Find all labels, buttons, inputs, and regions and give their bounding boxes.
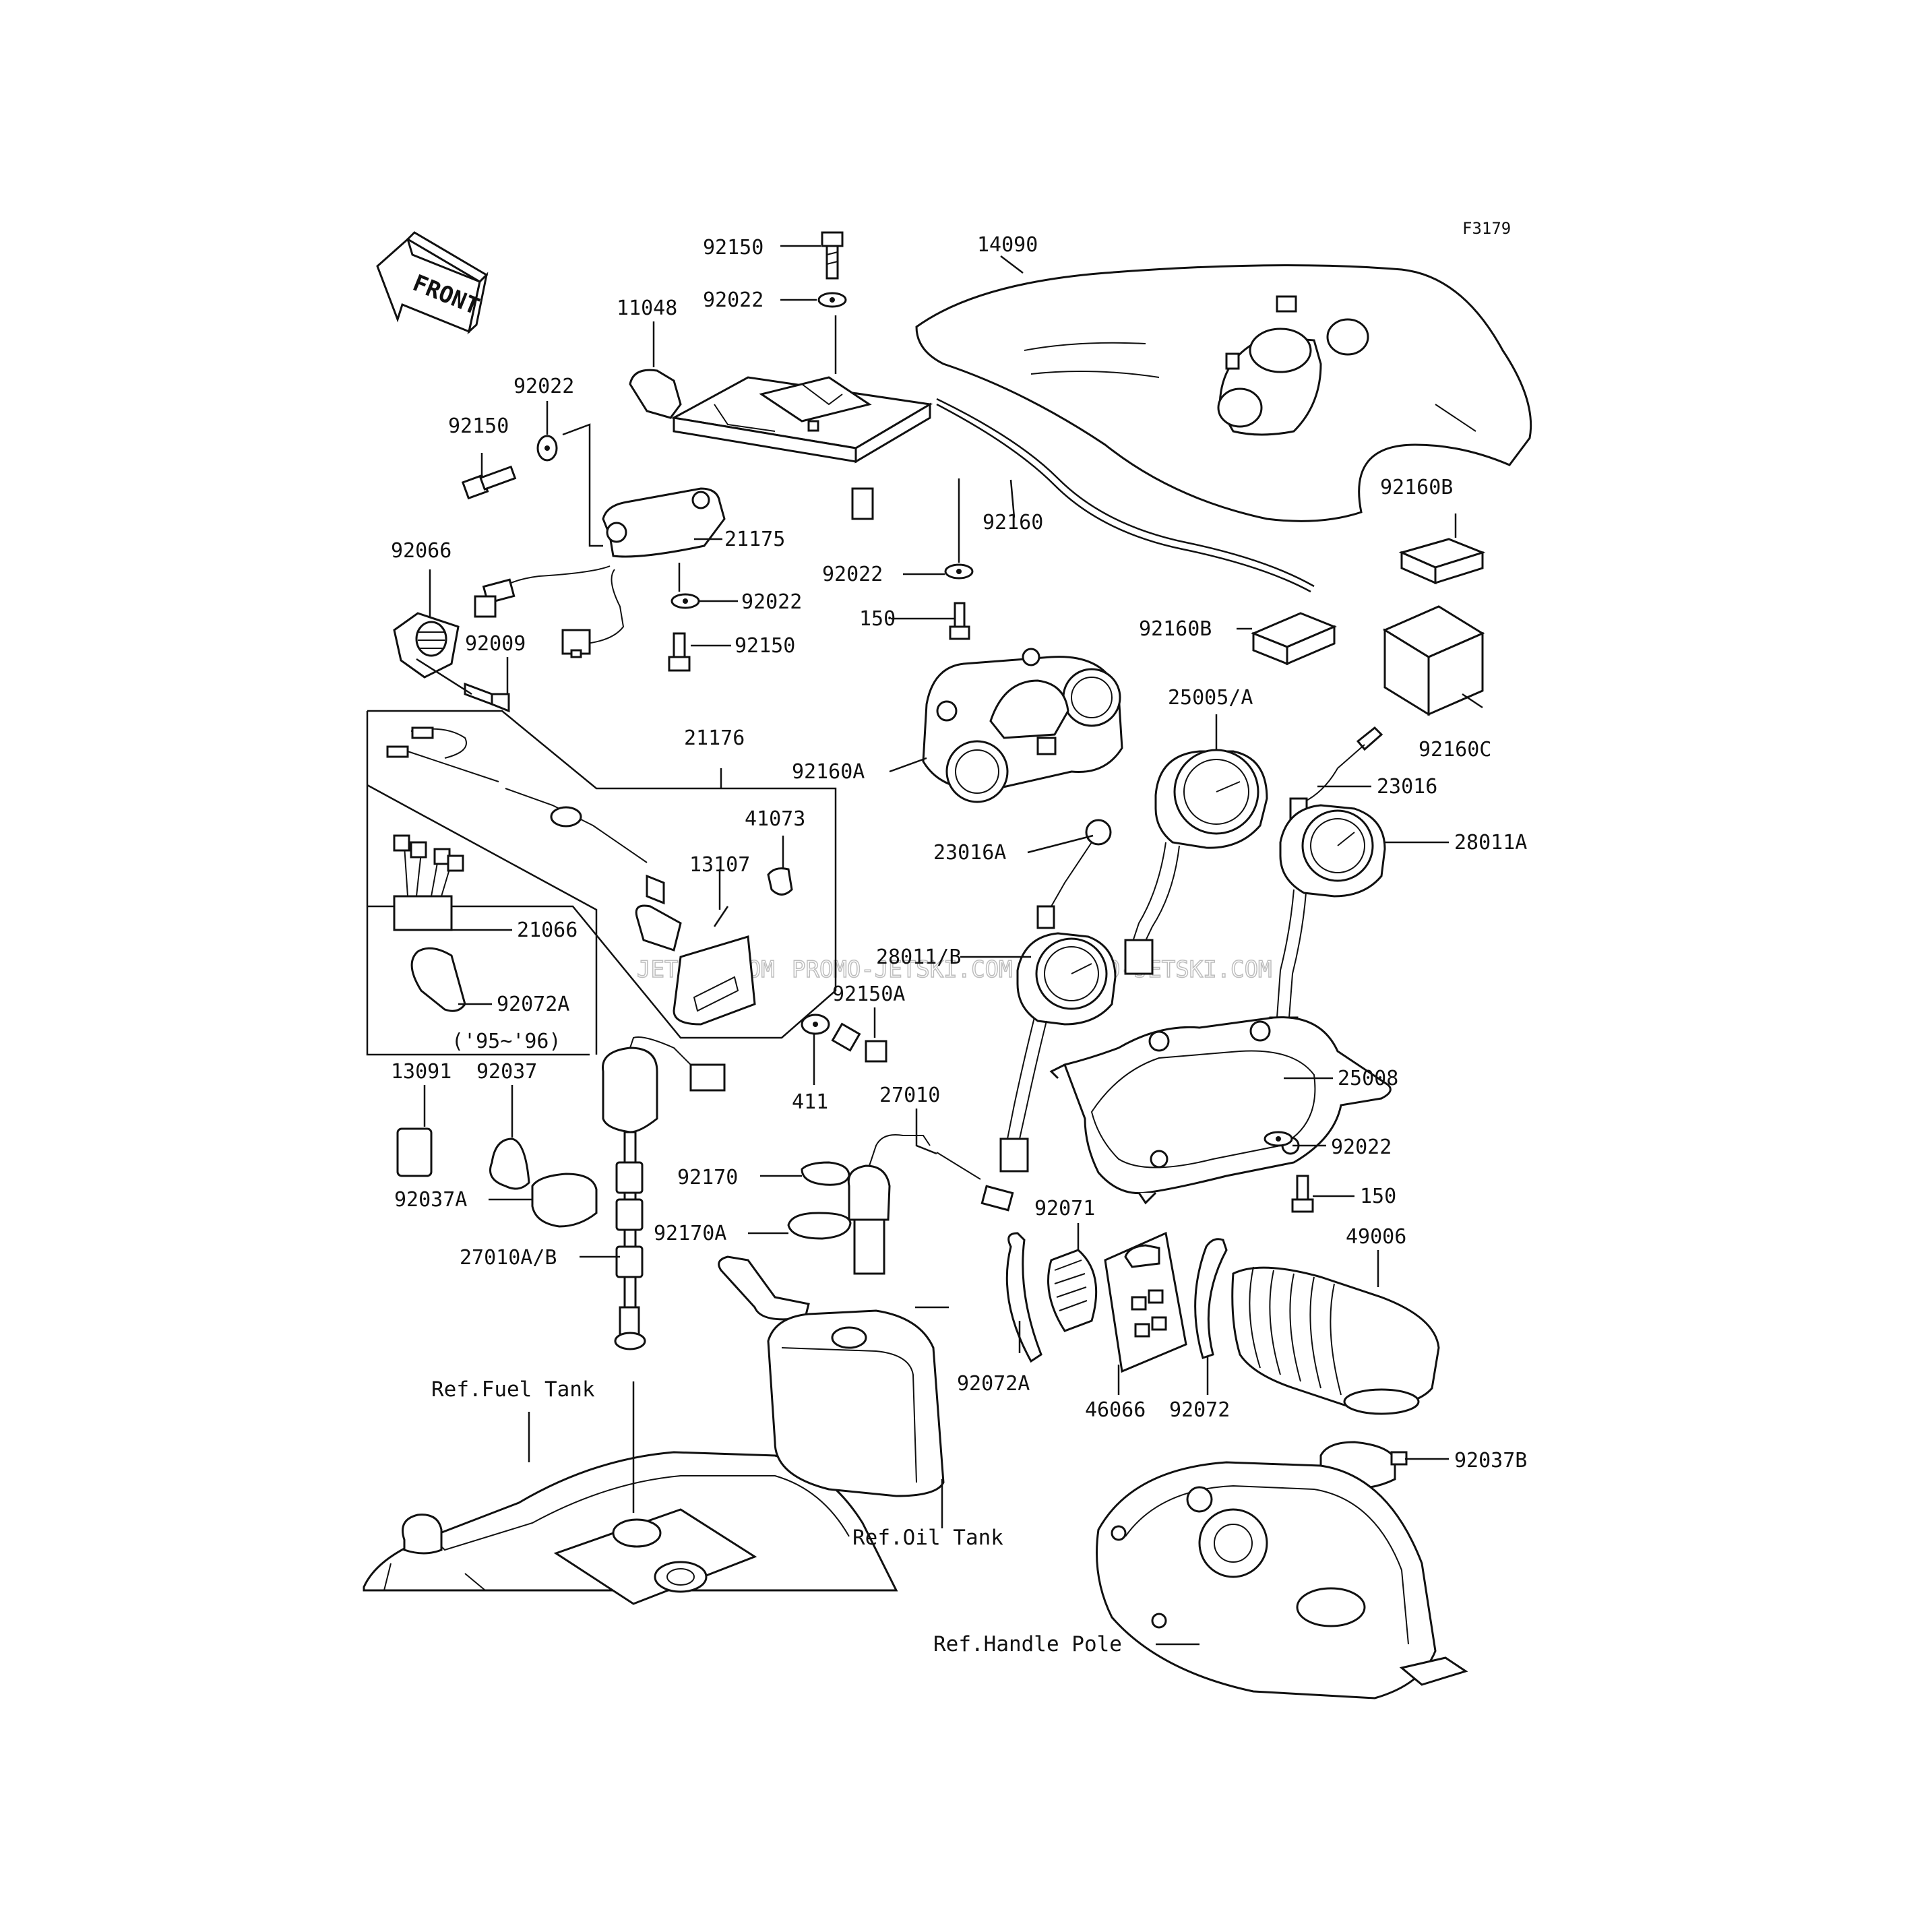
label-23016A: 23016A	[933, 841, 1006, 865]
label-92037A: 92037A	[394, 1188, 467, 1212]
label-25008: 25008	[1338, 1067, 1398, 1090]
label-92072A-right: 92072A	[957, 1372, 1030, 1396]
label-21066: 21066	[517, 918, 578, 942]
label-92150-top: 92150	[703, 236, 764, 259]
harness-21176	[386, 726, 682, 952]
collar-92071	[1047, 1249, 1098, 1332]
bolt-92150-left	[461, 465, 517, 500]
label-150-low: 150	[1360, 1185, 1396, 1208]
gauge-28011B	[999, 932, 1117, 1173]
gasket-strip-92160	[936, 398, 1315, 588]
label-13107: 13107	[689, 853, 750, 877]
label-92022-top: 92022	[703, 288, 764, 312]
diagram-code: F3179	[1462, 219, 1511, 238]
label-92170: 92170	[677, 1166, 738, 1189]
meter-housing-92160A	[922, 648, 1123, 803]
leader-lines	[416, 245, 1483, 1646]
label-92150A: 92150A	[832, 983, 905, 1006]
label-92160A: 92160A	[792, 760, 865, 784]
label-92160C: 92160C	[1419, 738, 1491, 761]
label-92160: 92160	[983, 511, 1043, 534]
label-27010AB: 27010A/B	[460, 1246, 557, 1270]
pad-92160B-mid	[1251, 612, 1337, 666]
cap-13091	[396, 1127, 433, 1177]
label-92170A: 92170A	[654, 1222, 726, 1245]
label-ref-oil-tank: Ref.Oil Tank	[852, 1526, 1003, 1550]
label-92072A-left: 92072A	[497, 993, 569, 1016]
label-95-96: ('95~'96)	[451, 1030, 561, 1053]
clamp-92072A-right	[1005, 1232, 1042, 1363]
gauge-28011A	[1269, 804, 1386, 1051]
sender-27010AB	[602, 1036, 726, 1350]
label-23016: 23016	[1377, 775, 1437, 799]
label-ref-handle-pole: Ref.Handle Pole	[933, 1632, 1122, 1656]
label-92037B: 92037B	[1454, 1449, 1527, 1472]
label-92022-left: 92022	[513, 375, 574, 398]
label-25005A: 25005/A	[1168, 686, 1253, 710]
label-14090: 14090	[977, 233, 1038, 257]
front-arrow-icon: FRONT	[376, 231, 489, 335]
clamp-92072A-left	[410, 947, 466, 1012]
handle-pole-ref	[1096, 1461, 1468, 1700]
rectifier-21066	[393, 834, 464, 931]
label-27010: 27010	[879, 1084, 940, 1107]
label-150-top: 150	[859, 607, 896, 631]
bolt-150-top	[949, 602, 970, 640]
label-11048: 11048	[617, 297, 677, 320]
pad-92160B-top	[1398, 538, 1486, 585]
bracket-21176	[673, 935, 756, 1026]
bolt-150-low	[1291, 1175, 1314, 1213]
label-21175: 21175	[724, 528, 785, 551]
label-92022-right: 92022	[822, 563, 883, 586]
clamp-92037A	[531, 1173, 598, 1228]
label-92022-low: 92022	[1331, 1135, 1392, 1159]
bolt-92150A	[831, 1022, 887, 1063]
tachometer-25005A	[1124, 749, 1268, 975]
tie-92037	[489, 1138, 530, 1190]
strap-13107	[713, 906, 729, 927]
label-49006: 49006	[1346, 1225, 1406, 1249]
label-92150-left: 92150	[448, 414, 509, 438]
grommet-92066	[393, 612, 460, 679]
label-28011A: 28011A	[1454, 831, 1527, 854]
label-92066: 92066	[391, 539, 451, 563]
set-21176-boundary	[367, 710, 837, 1039]
clamp-92170	[801, 1161, 850, 1186]
clip-41073	[767, 867, 793, 896]
label-21176: 21176	[684, 726, 745, 750]
oil-tank-ref	[718, 1255, 945, 1497]
label-92160B-mid: 92160B	[1139, 617, 1212, 641]
label-92160B-top: 92160B	[1380, 476, 1453, 499]
cover-bracket-11048	[629, 369, 933, 520]
watermark-2: PROMO-JETSKI.COM	[792, 956, 1013, 983]
sensor-27010	[847, 1134, 1014, 1275]
label-92022-mid: 92022	[741, 590, 802, 614]
label-92037: 92037	[476, 1060, 537, 1084]
label-411: 411	[792, 1090, 828, 1114]
sensor-23016A	[1036, 819, 1112, 929]
label-92071: 92071	[1034, 1197, 1095, 1220]
clamp-92072	[1194, 1238, 1228, 1359]
label-28011B: 28011/B	[876, 945, 961, 969]
gasket-plate-25008	[1049, 1016, 1392, 1205]
fuel-tank-ref	[363, 1451, 898, 1605]
label-13091: 13091	[391, 1060, 451, 1084]
label-46066: 46066	[1085, 1398, 1146, 1422]
boot-49006	[1231, 1266, 1440, 1415]
label-ref-fuel-tank: Ref.Fuel Tank	[431, 1377, 595, 1402]
label-92150-mid: 92150	[735, 634, 795, 658]
plate-46066	[1104, 1231, 1187, 1373]
dash-cover-14090	[915, 264, 1532, 522]
label-92072: 92072	[1169, 1398, 1230, 1422]
clamp-92170A	[787, 1212, 852, 1240]
screw-92009	[464, 682, 510, 713]
block-92160C	[1382, 605, 1485, 716]
label-92009: 92009	[465, 632, 526, 656]
bolt-92150-top	[821, 231, 844, 280]
bolt-92150-mid	[668, 632, 691, 672]
label-41073: 41073	[745, 807, 805, 831]
